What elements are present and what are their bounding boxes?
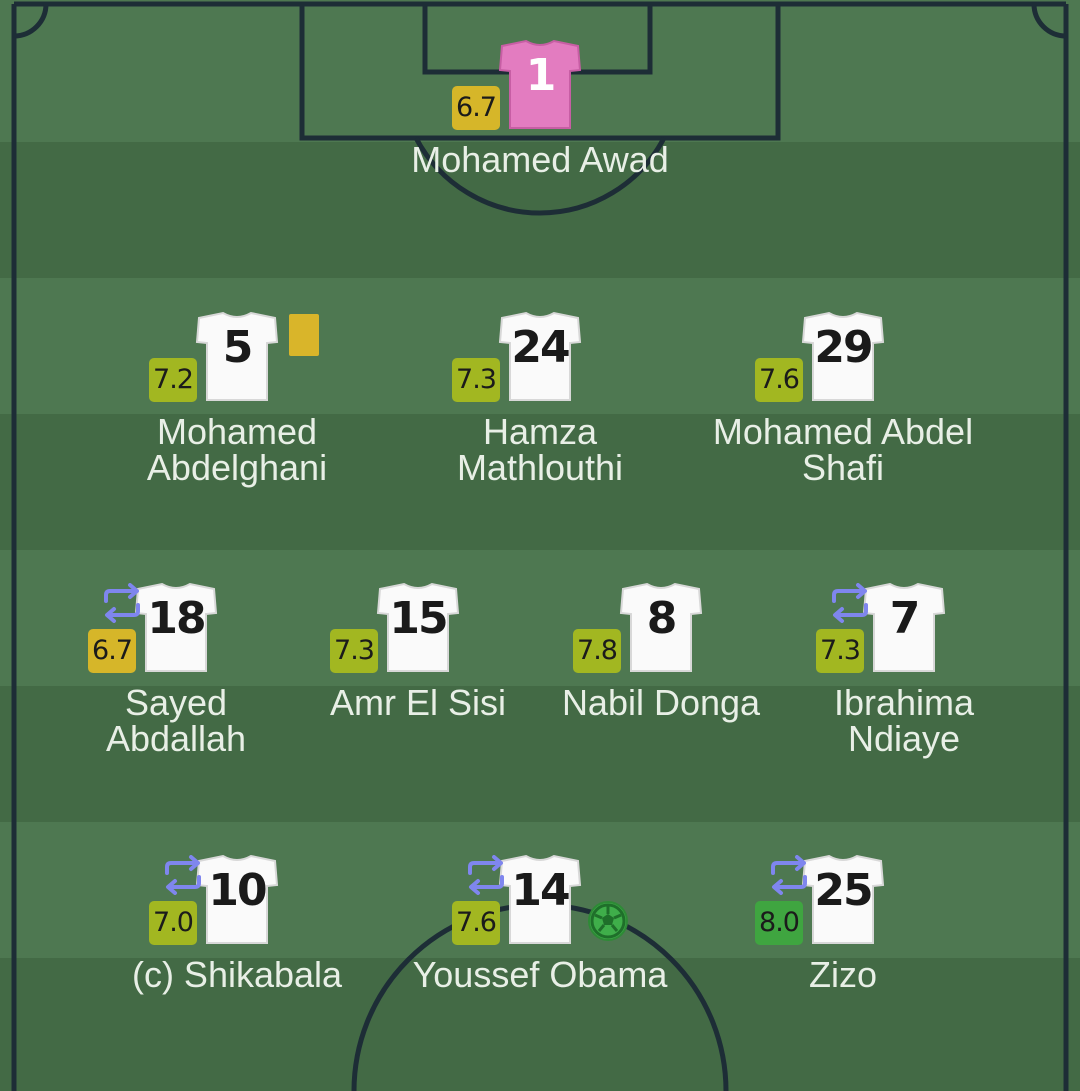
penalty-arc xyxy=(413,136,667,216)
penalty-box xyxy=(299,4,781,141)
player-name: Amr El Sisi xyxy=(329,682,506,723)
shirt-icon: 8 xyxy=(619,581,703,675)
shirt-number: 8 xyxy=(646,593,678,644)
shirt-number: 5 xyxy=(222,322,254,373)
shirt-icon: 1 xyxy=(498,38,582,132)
player-rating-badge: 7.2 xyxy=(149,358,197,402)
shirt-icon: 14 xyxy=(498,853,582,947)
shirt-number: 24 xyxy=(511,322,570,373)
substitution-arrows-icon xyxy=(161,855,205,895)
pitch-stripe xyxy=(0,414,1080,550)
player-rating-badge: 7.0 xyxy=(149,901,197,945)
player-rating-badge: 7.3 xyxy=(816,629,864,673)
player-name: Hamza Mathlouthi xyxy=(456,411,624,488)
shirt-icon: 7 xyxy=(862,581,946,675)
shirt-number: 14 xyxy=(511,865,570,916)
player-name: Mohamed Awad xyxy=(411,139,669,180)
corner-arc-left xyxy=(13,3,49,39)
shirt-number: 29 xyxy=(814,322,873,373)
player-name: Mohamed Abdelghani xyxy=(146,411,328,488)
shirt-number: 25 xyxy=(814,865,873,916)
shirt-icon: 25 xyxy=(801,853,885,947)
shirt-number: 15 xyxy=(389,593,448,644)
player-rating-badge: 6.7 xyxy=(452,86,500,130)
player-rating-badge: 7.3 xyxy=(330,629,378,673)
player-rating-badge: 6.7 xyxy=(88,629,136,673)
corner-arc-right xyxy=(1031,3,1067,39)
pitch-stripe xyxy=(0,142,1080,278)
player-name: Ibrahima Ndiaye xyxy=(833,682,975,759)
player-rating-badge: 8.0 xyxy=(755,901,803,945)
shirt-icon: 24 xyxy=(498,310,582,404)
football-goal-icon xyxy=(586,899,630,943)
player-rating-badge: 7.6 xyxy=(452,901,500,945)
shirt-icon: 15 xyxy=(376,581,460,675)
shirt-icon: 18 xyxy=(134,581,218,675)
substitution-arrows-icon xyxy=(767,855,811,895)
shirt-icon: 10 xyxy=(195,853,279,947)
player-name: Zizo xyxy=(808,954,877,995)
substitution-arrows-icon xyxy=(828,583,872,623)
player-rating-badge: 7.8 xyxy=(573,629,621,673)
shirt-number: 18 xyxy=(147,593,206,644)
yellow-card-icon xyxy=(289,314,319,356)
shirt-number: 10 xyxy=(208,865,267,916)
shirt-icon: 29 xyxy=(801,310,885,404)
substitution-arrows-icon xyxy=(100,583,144,623)
player-name: Youssef Obama xyxy=(412,954,668,995)
player-rating-badge: 7.3 xyxy=(452,358,500,402)
pitch-stripe xyxy=(0,958,1080,1091)
shirt-number: 1 xyxy=(525,50,557,101)
player-name: (c) Shikabala xyxy=(131,954,343,995)
shirt-number: 7 xyxy=(889,593,921,644)
player-rating-badge: 7.6 xyxy=(755,358,803,402)
substitution-arrows-icon xyxy=(464,855,508,895)
player-name: Nabil Donga xyxy=(561,682,761,723)
player-name: Sayed Abdallah xyxy=(105,682,247,759)
shirt-icon: 5 xyxy=(195,310,279,404)
player-name: Mohamed Abdel Shafi xyxy=(712,411,974,488)
pitch-stripe xyxy=(0,686,1080,822)
